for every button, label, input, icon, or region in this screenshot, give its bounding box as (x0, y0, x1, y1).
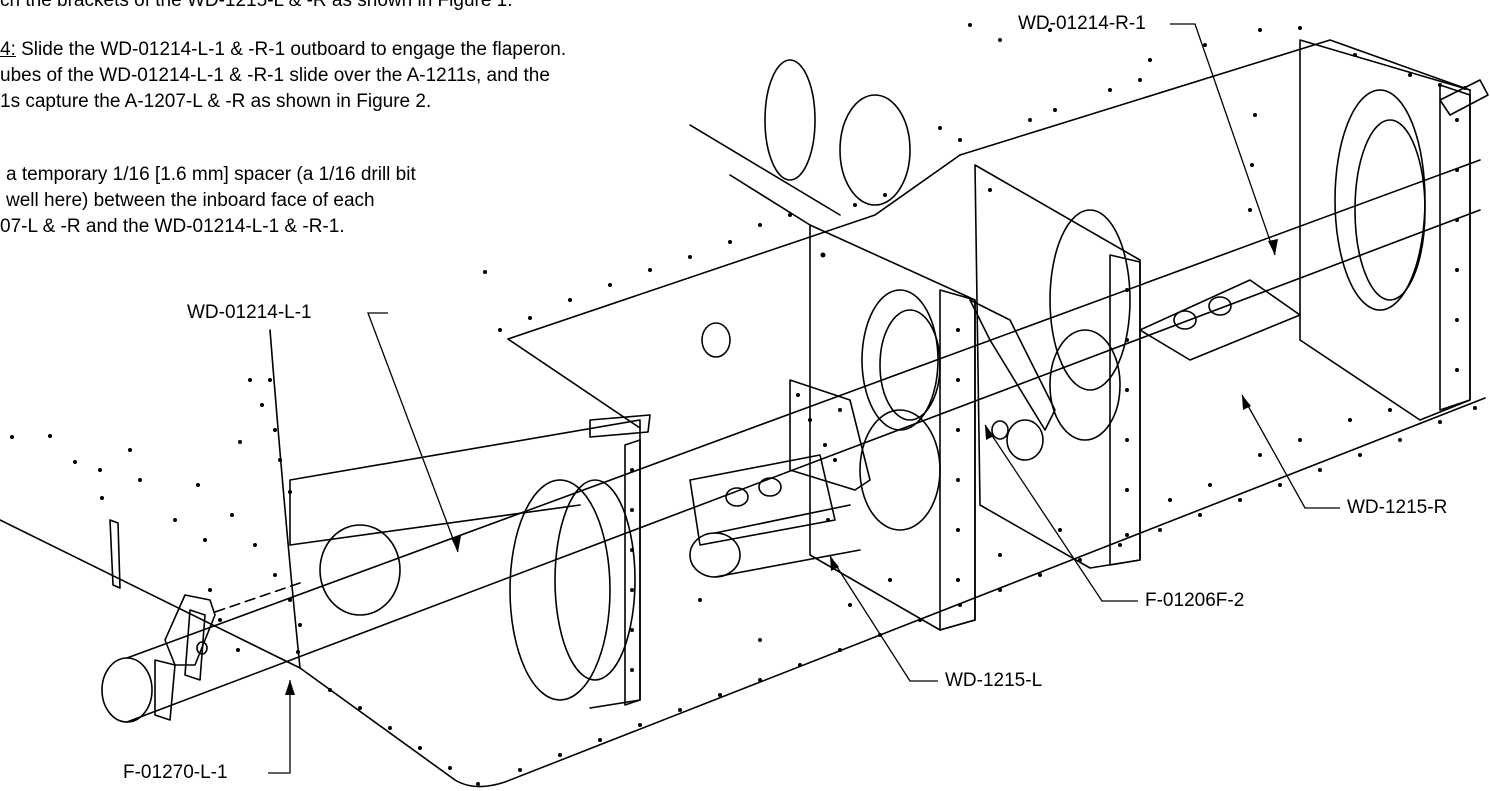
leader-wd-01214-r-1 (1170, 23, 1276, 256)
f-01270-l-1-bracket (154, 594, 216, 721)
callout-wd-1215-l: WD-1215-L (945, 670, 1043, 691)
step-text-line-1: Slide the WD-01214-L-1 & -R-1 outboard t… (15, 39, 567, 60)
bulkhead-2 (789, 224, 1009, 631)
left-skin (0, 329, 301, 669)
rivet-dots (10, 23, 1477, 786)
flaperon-outline (689, 59, 911, 358)
callout-wd-01214-r-1: WD-01214-R-1 (1018, 13, 1146, 34)
leader-wd-1215-l (829, 555, 938, 682)
step-paragraph-line-1: 4: Slide the WD-01214-L-1 & -R-1 outboar… (0, 37, 566, 63)
callout-wd-01214-l-1: WD-01214-L-1 (187, 302, 312, 323)
step-paragraph-line-3: 1s capture the A-1207-L & -R as shown in… (0, 91, 432, 112)
leader-arrowheads (285, 239, 1278, 695)
leader-wd-01214-l-1 (367, 312, 459, 553)
note-line-1: a temporary 1/16 [1.6 mm] spacer (a 1/16… (6, 164, 416, 185)
bulkhead-3 (969, 164, 1141, 569)
bulkhead-4 (1299, 39, 1489, 421)
callout-f-01270-l-1: F-01270-L-1 (123, 762, 228, 783)
step-paragraph-line-2: ubes of the WD-01214-L-1 & -R-1 slide ov… (0, 65, 550, 86)
note-line-2: well here) between the inboard face of e… (6, 190, 375, 211)
bulkhead-1 (289, 414, 651, 709)
arrowhead-wd-01214-l-1 (451, 536, 461, 552)
wd-1215-l-bracket (689, 454, 861, 578)
instruction-line-0: ch the brackets of the WD-1215-L & -R as… (0, 0, 513, 11)
note-line-3: 07-L & -R and the WD-01214-L-1 & -R-1. (0, 216, 345, 237)
wd-1215-r-bracket (1139, 279, 1301, 361)
callout-wd-1215-r: WD-1215-R (1347, 497, 1448, 518)
leader-f-01270-l-1 (268, 680, 291, 774)
step-number: 4: (0, 39, 16, 60)
leader-f-01206f-2 (984, 424, 1138, 602)
arrowhead-wd-1215-l (830, 556, 839, 571)
main-torque-tube (101, 159, 1481, 723)
bottom-skin (299, 39, 1486, 788)
arrowhead-wd-1215-r (1242, 395, 1251, 410)
callout-f-01206f-2: F-01206F-2 (1145, 590, 1245, 611)
alignment-dash-line (214, 582, 301, 613)
arrowhead-wd-01214-r-1 (1268, 239, 1278, 255)
leader-wd-1215-r (1241, 394, 1340, 509)
arrowhead-f-01206f-2 (985, 425, 994, 440)
arrowhead-f-01270-l-1 (285, 680, 295, 695)
leader-lines (268, 23, 1340, 774)
